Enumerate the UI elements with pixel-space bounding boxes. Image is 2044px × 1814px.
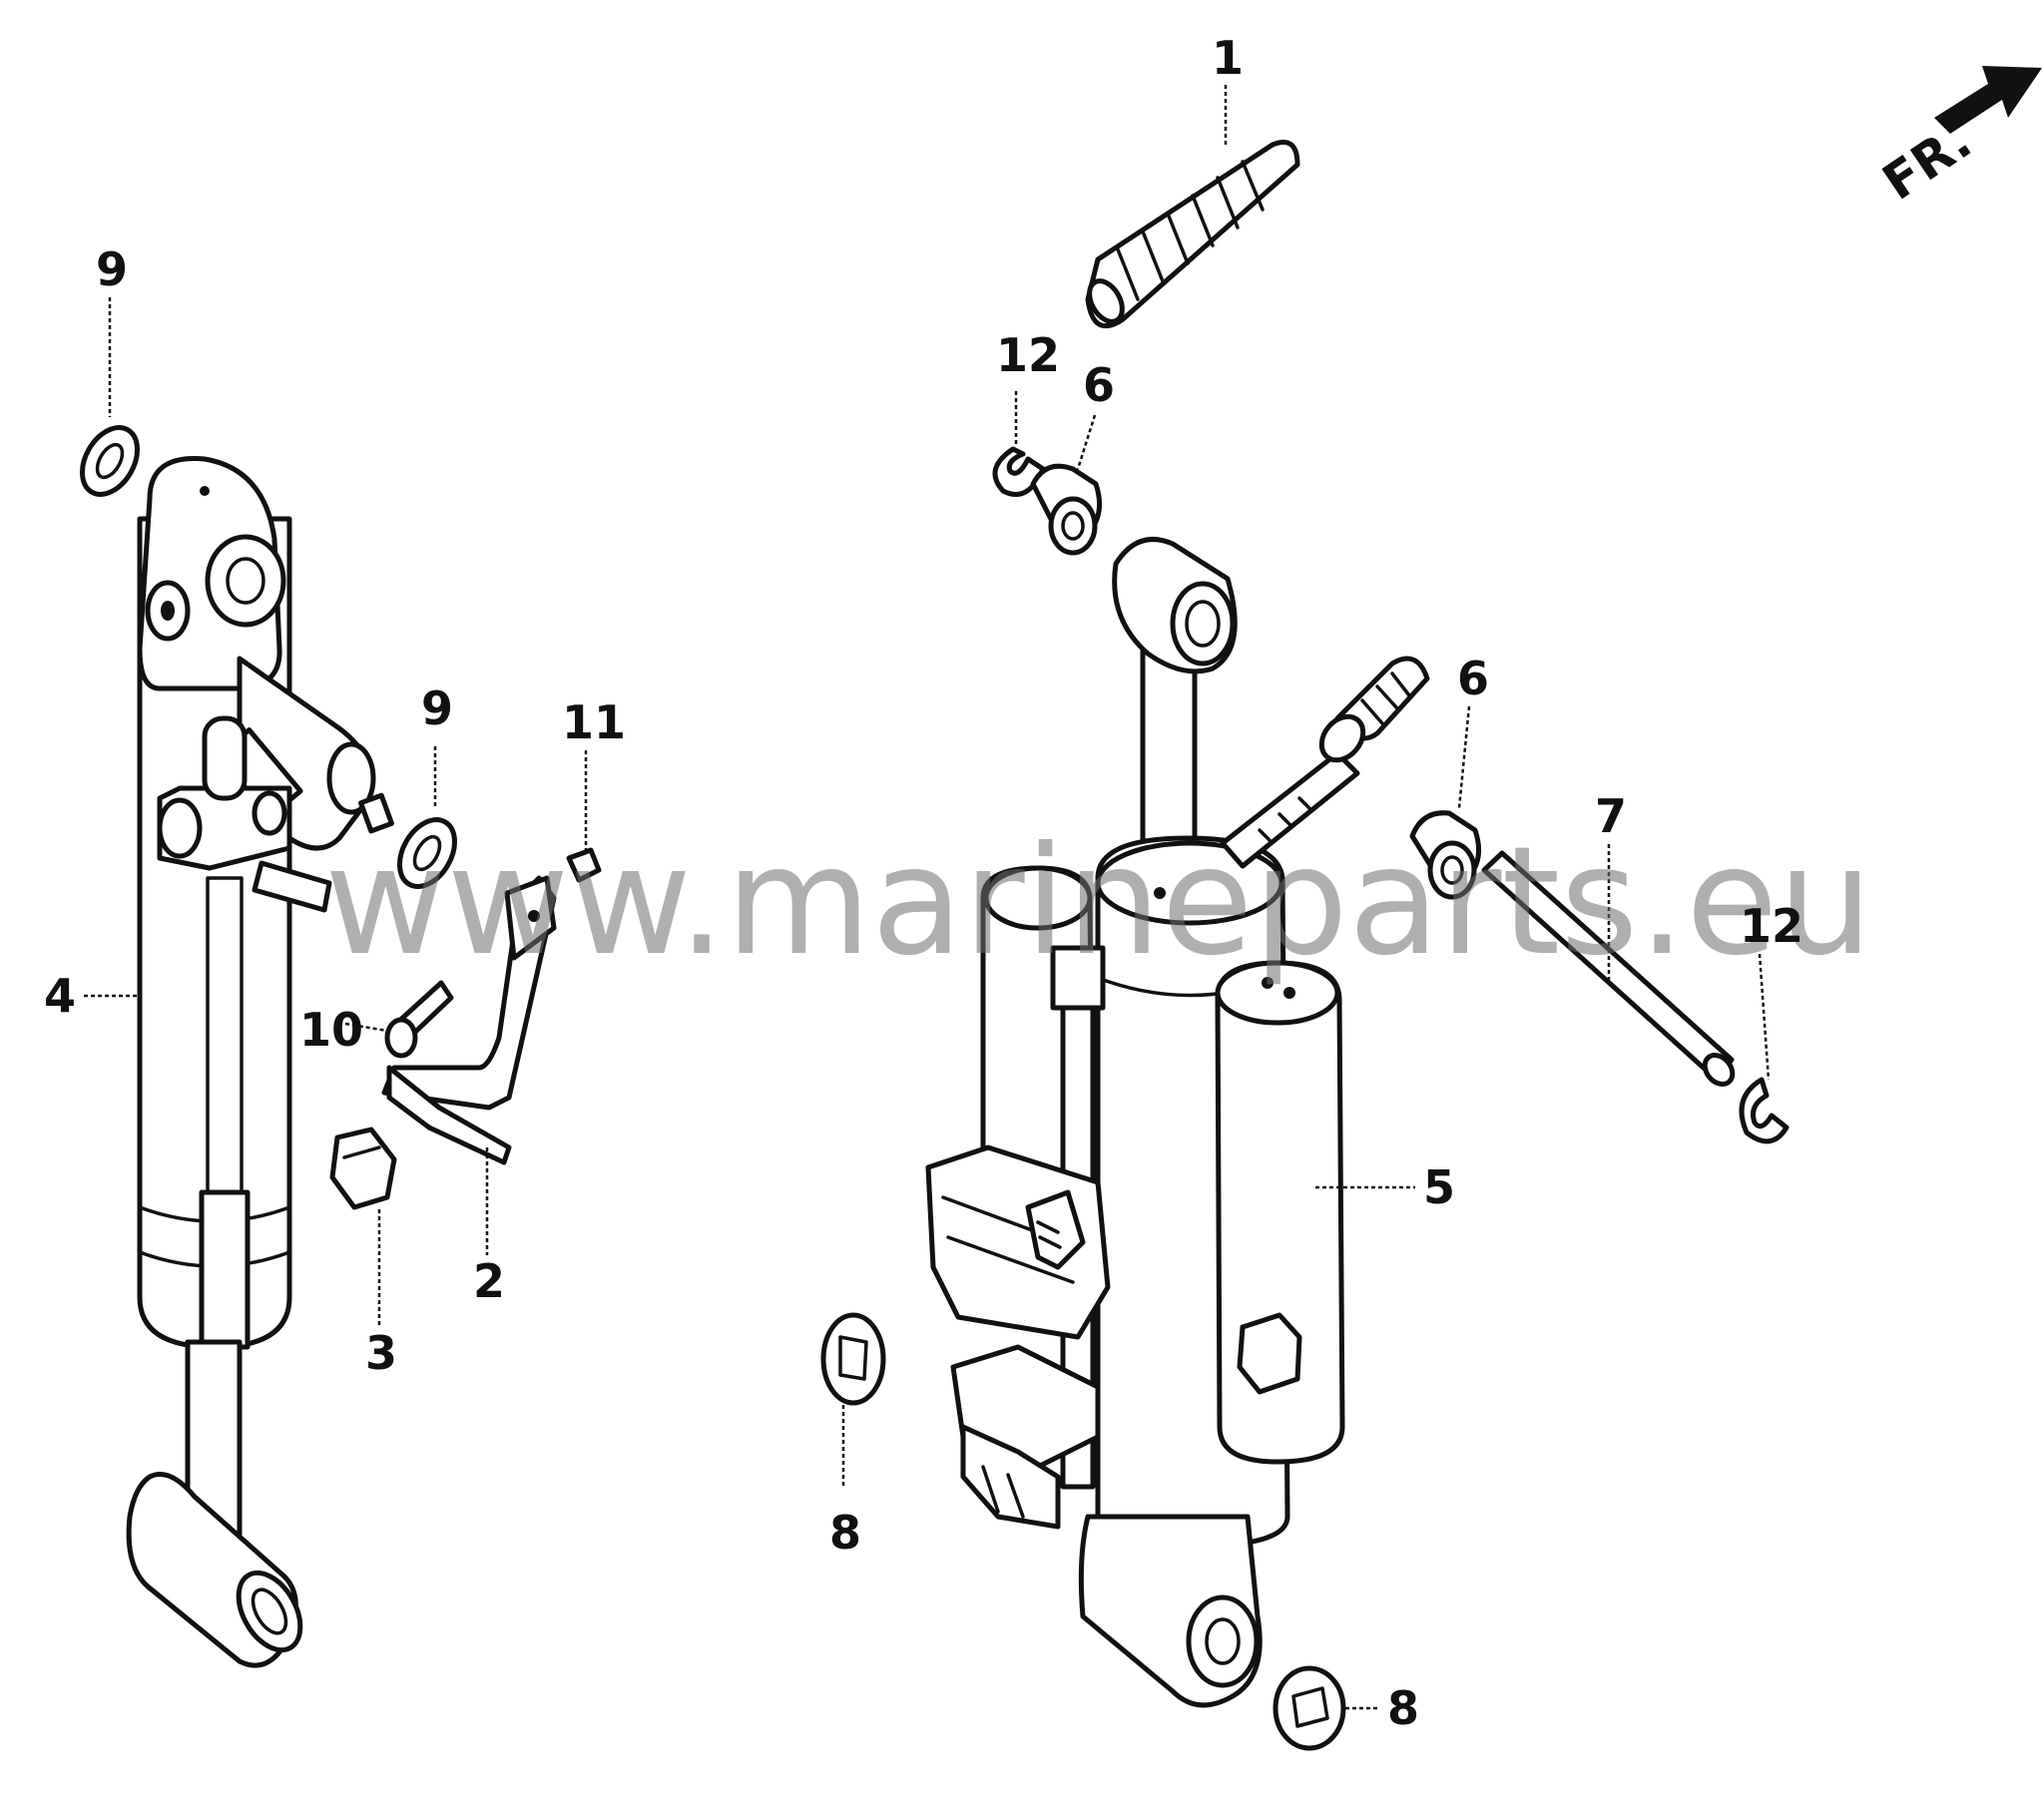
part-2-bracket [381,875,557,1165]
part-12-clip-lower [1739,1077,1789,1144]
watermark: www.marineparts.eu [324,815,1873,989]
leader-lines [84,85,1771,1710]
part-1-spring [1085,140,1300,329]
callout-5: 5 [1423,1160,1455,1214]
part-4-tilt-cylinder [126,456,394,1668]
callout-4: 4 [44,969,76,1023]
callout-2: 2 [473,1254,505,1308]
front-direction-indicator: FR. [1872,66,2042,212]
callout-9-middle: 9 [421,681,453,735]
part-10-bolt [384,980,454,1059]
part-3-nut [329,1127,397,1210]
front-arrow-icon [1934,66,2042,134]
callout-6-upper: 6 [1083,358,1115,412]
callout-12-lower: 12 [1740,899,1803,953]
part-8-washer-left [820,1312,886,1406]
callout-labels: 1 9 9 11 4 10 2 3 12 6 6 7 12 5 8 8 [44,31,1803,1735]
part-11-nut [566,847,602,883]
callout-12-upper: 12 [996,328,1060,382]
part-9-washer-upper [80,425,140,497]
callout-10: 10 [299,1003,363,1057]
callout-6-lower: 6 [1457,652,1489,705]
part-9-washer-middle [397,817,457,889]
callout-3: 3 [365,1326,397,1380]
part-5-tilt-trim-unit [925,537,1430,1708]
part-6-collar-lower [1409,810,1482,900]
part-8-washer-right [1273,1665,1346,1751]
callout-8-left: 8 [829,1506,861,1560]
callout-1: 1 [1212,31,1244,85]
callout-9-upper: 9 [96,242,128,296]
part-6-collar-upper [1030,463,1103,556]
callout-11: 11 [562,695,626,749]
callout-7: 7 [1595,789,1627,843]
callout-8-right: 8 [1387,1681,1419,1735]
front-label: FR. [1872,112,1981,212]
